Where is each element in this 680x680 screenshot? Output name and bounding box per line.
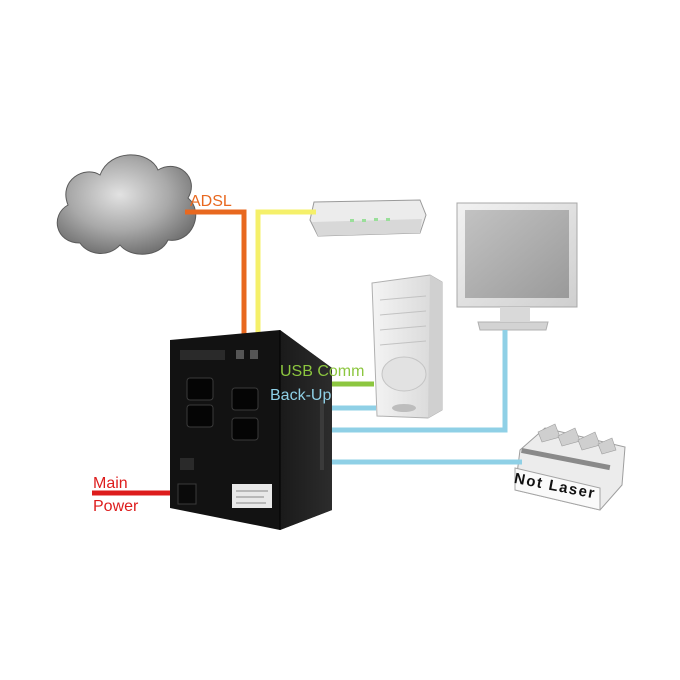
back-up-label: Back-Up	[270, 387, 332, 404]
adsl-cable	[185, 209, 247, 348]
power-label: Power	[93, 498, 139, 515]
lcd-monitor-icon	[456, 202, 578, 331]
dot-matrix-printer-icon	[514, 423, 626, 511]
internet-cloud-icon	[56, 154, 197, 255]
ups-unit-icon	[170, 330, 332, 530]
main-label: Main	[93, 475, 128, 492]
usb-comm-label: USB Comm	[280, 363, 365, 380]
modem-cable	[255, 209, 316, 348]
adsl-modem-icon	[309, 199, 427, 237]
adsl-label: ADSL	[190, 193, 232, 210]
desktop-tower-icon	[371, 274, 443, 419]
